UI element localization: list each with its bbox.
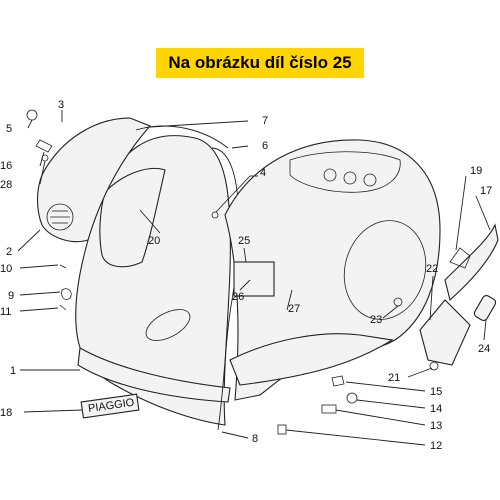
callout-6: 6	[262, 140, 268, 152]
callout-19: 19	[470, 165, 482, 177]
bolt-5	[26, 109, 38, 121]
shield-cutout	[145, 309, 191, 341]
callout-3: 3	[58, 99, 64, 111]
callout-4: 4	[260, 167, 266, 179]
callout-25: 25	[238, 235, 250, 247]
callout-28: 28	[0, 179, 12, 191]
seal-strip	[135, 125, 229, 149]
callout-14: 14	[430, 403, 442, 415]
nut-12	[277, 424, 287, 435]
side-panel	[343, 220, 427, 320]
callout-10: 10	[0, 263, 12, 275]
tray-22	[419, 299, 471, 366]
callout-7: 7	[262, 115, 268, 127]
clip-16	[35, 139, 53, 153]
callout-15: 15	[430, 386, 442, 398]
edge-rubber	[211, 147, 240, 431]
grommet-14	[346, 392, 358, 404]
clip-15	[331, 375, 345, 387]
callout-2: 2	[6, 246, 12, 258]
horn-grille	[46, 203, 74, 231]
callout-20: 20	[148, 235, 160, 247]
callout-8: 8	[252, 433, 258, 445]
callout-26: 26	[232, 291, 244, 303]
piaggio-badge-plate	[80, 393, 140, 419]
callout-9: 9	[8, 290, 14, 302]
lower-skirt	[77, 347, 231, 403]
spring-9	[61, 288, 72, 300]
highlight-banner: Na obrázku díl číslo 25	[156, 48, 364, 78]
hook-19	[449, 247, 471, 269]
clip-13	[321, 404, 337, 414]
callout-11: 11	[0, 306, 11, 318]
callout-27: 27	[288, 303, 300, 315]
screw-4	[211, 211, 219, 219]
callout-1: 1	[10, 365, 16, 377]
footboard	[229, 333, 394, 386]
rear-body	[224, 139, 441, 401]
pin-10	[59, 264, 67, 269]
glovebox-door	[99, 167, 166, 268]
callout-24: 24	[478, 343, 490, 355]
callout-13: 13	[430, 420, 442, 432]
callout-17: 17	[480, 185, 492, 197]
screw-21	[429, 361, 439, 371]
callout-22: 22	[426, 263, 438, 275]
callout-16: 16	[0, 160, 12, 172]
plate-25	[233, 261, 275, 297]
callout-21: 21	[388, 372, 400, 384]
callout-12: 12	[430, 440, 442, 452]
part-24	[473, 295, 497, 321]
callout-5: 5	[6, 123, 12, 135]
trim-strip	[444, 223, 499, 302]
leader-lines	[17, 110, 491, 446]
callout-23: 23	[370, 314, 382, 326]
callout-labels: 1 2 3 4 5 6 7 8 9 10 11 12 13 14 15 16 1…	[0, 99, 492, 452]
callout-18: 18	[0, 407, 12, 419]
